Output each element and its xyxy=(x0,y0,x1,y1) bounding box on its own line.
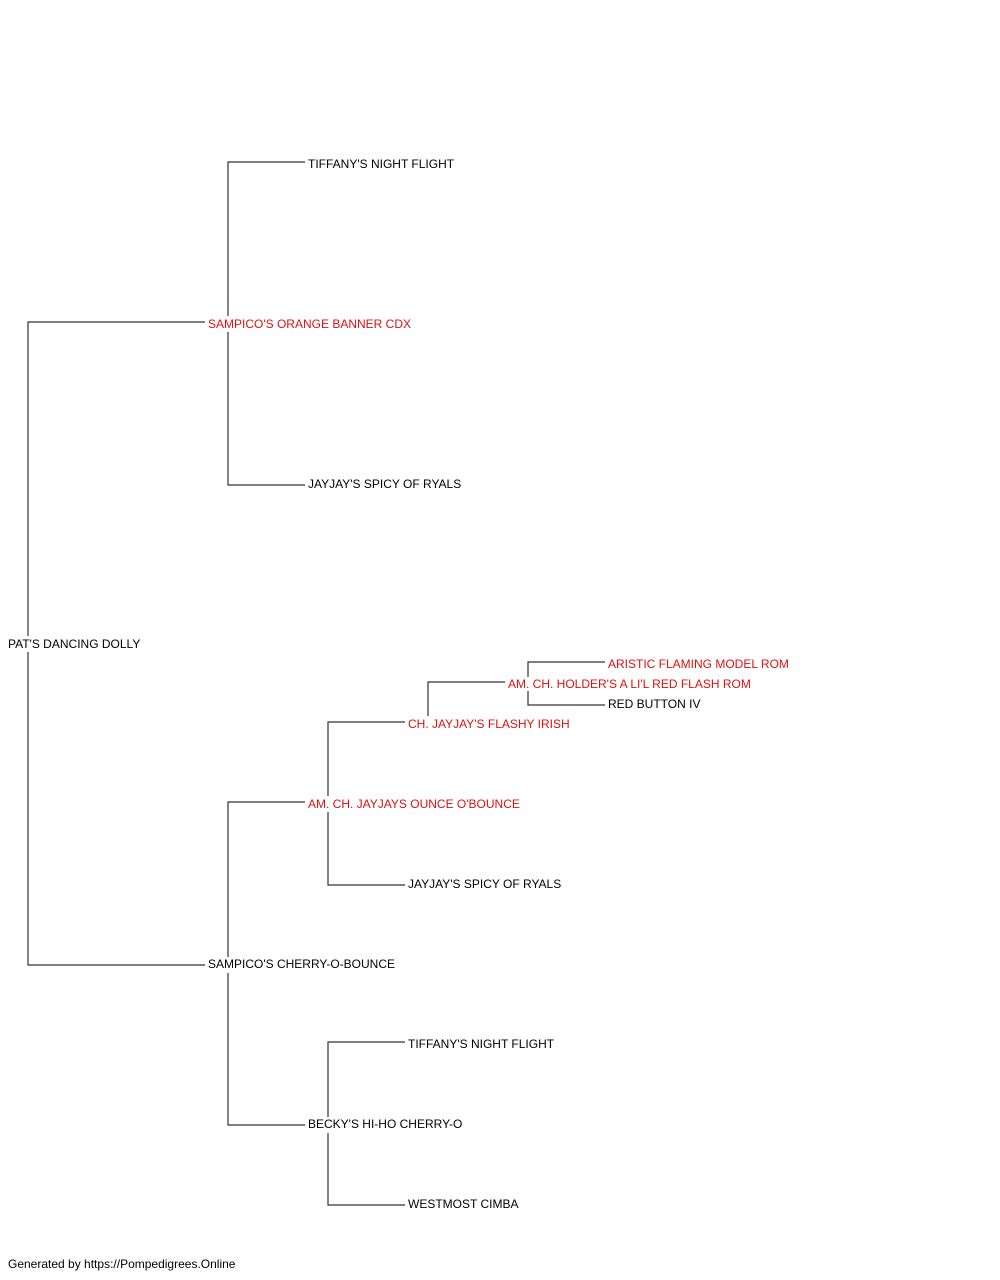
connector-holder-sire xyxy=(527,661,605,677)
connector-dam-sire xyxy=(227,801,305,957)
dog-dam-sire-sire-sire: AM. CH. HOLDER'S A LI'L RED FLASH ROM xyxy=(508,677,752,691)
connector-sire-dam xyxy=(227,332,305,486)
dog-sire-dam: JAYJAY'S SPICY OF RYALS xyxy=(308,477,463,491)
dog-dam: SAMPICO'S CHERRY-O-BOUNCE xyxy=(208,957,396,971)
connector-flashy-sire xyxy=(427,681,505,716)
connector-damsire-sire xyxy=(327,721,405,796)
generated-by-footer: Generated by https://Pompedigrees.Online xyxy=(8,1257,236,1271)
connector-subject-dam xyxy=(27,652,205,966)
connector-sire-sire xyxy=(227,161,305,316)
connector-damdam-sire xyxy=(327,1041,405,1117)
dog-subject: PAT'S DANCING DOLLY xyxy=(8,637,142,651)
dog-dam-dam-sire: TIFFANY'S NIGHT FLIGHT xyxy=(408,1037,556,1051)
dog-dam-sire-sire: CH. JAYJAY'S FLASHY IRISH xyxy=(408,717,571,731)
connector-damdam-dam xyxy=(327,1133,405,1206)
dog-dam-sire: AM. CH. JAYJAYS OUNCE O'BOUNCE xyxy=(308,797,521,811)
connector-dam-dam xyxy=(227,973,305,1126)
dog-sire-sire: TIFFANY'S NIGHT FLIGHT xyxy=(308,157,456,171)
dog-sire: SAMPICO'S ORANGE BANNER CDX xyxy=(208,317,412,331)
dog-dam-sire-sire-sire-dam: RED BUTTON IV xyxy=(608,697,702,711)
connector-subject-sire xyxy=(27,321,205,636)
dog-dam-sire-dam: JAYJAY'S SPICY OF RYALS xyxy=(408,877,563,891)
dog-dam-dam-dam: WESTMOST CIMBA xyxy=(408,1197,520,1211)
connector-damsire-dam xyxy=(327,812,405,886)
dog-dam-sire-sire-sire-sire: ARISTIC FLAMING MODEL ROM xyxy=(608,657,790,671)
connector-holder-dam xyxy=(527,691,605,706)
dog-dam-dam: BECKY'S HI-HO CHERRY-O xyxy=(308,1117,464,1131)
